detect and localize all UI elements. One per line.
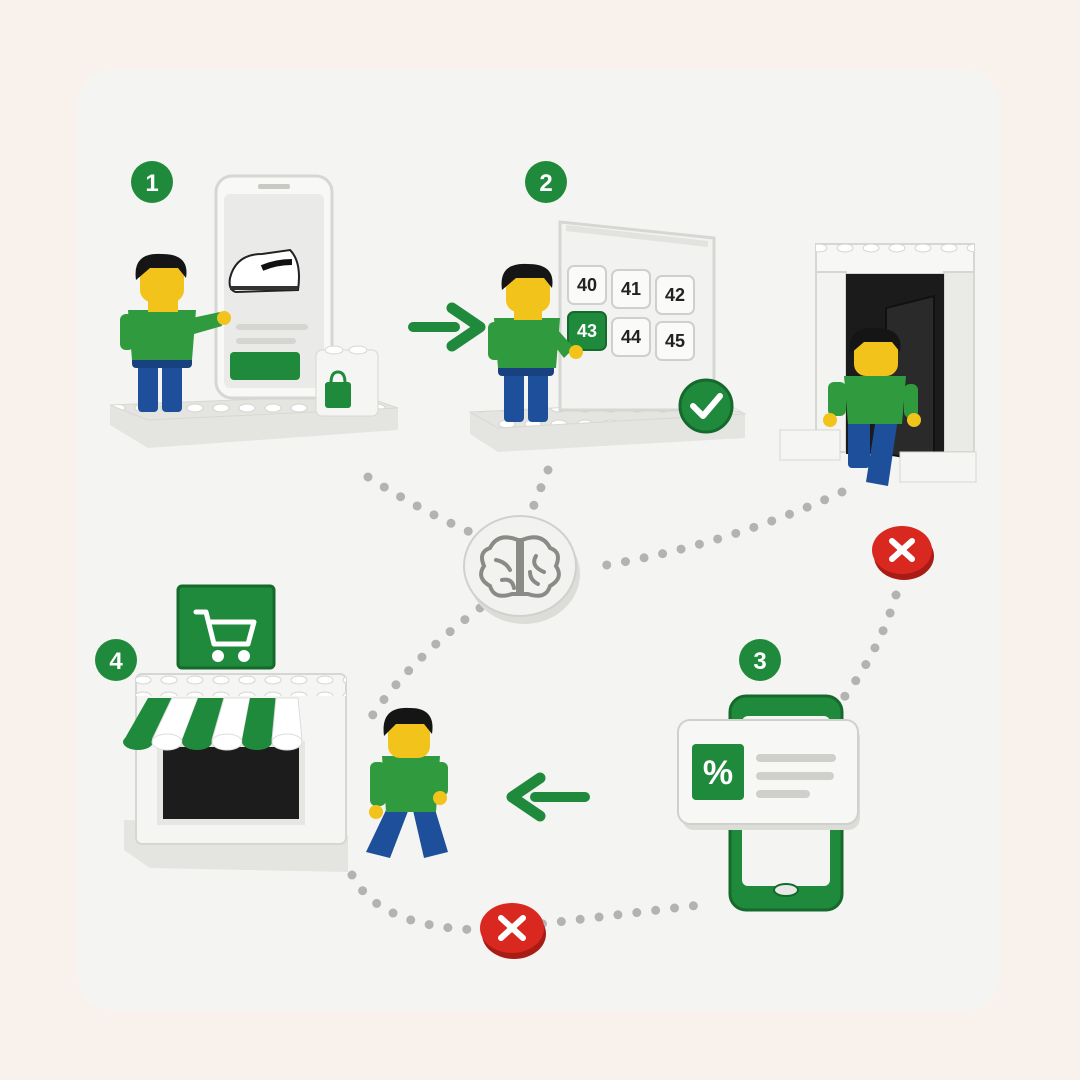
size-tile: [567, 265, 607, 305]
discount-notification-card: %: [677, 719, 860, 830]
size-label-selected: 43: [577, 321, 597, 341]
path-x-to-step3: [837, 590, 901, 705]
size-tile-selected: [567, 311, 607, 351]
discount-symbol: %: [703, 754, 733, 792]
journey-paths: [347, 465, 901, 935]
step-number-4: 4: [109, 648, 123, 675]
step-2-scene: 40 41 42 43 44 45: [468, 220, 747, 452]
path-step3exit-to-brain: [583, 487, 847, 573]
brain-token: [463, 515, 580, 624]
exit-door-scene: [779, 243, 977, 486]
step-4-scene: [123, 584, 348, 872]
step-badge-3: 3: [739, 639, 781, 681]
step-badge-2: 2: [525, 161, 567, 203]
size-tile: [655, 321, 695, 361]
minifigure-walking-to-store: [366, 707, 448, 858]
path-step1-to-brain: [363, 472, 475, 537]
step-badge-1: 1: [131, 161, 173, 203]
awning: [123, 697, 303, 751]
step-number-1: 1: [145, 170, 158, 197]
size-label: 42: [665, 285, 685, 305]
step-number-2: 2: [539, 170, 552, 197]
brain-icon: [479, 535, 561, 598]
size-tile: [655, 275, 695, 315]
size-tile: [611, 269, 651, 309]
size-label: 40: [577, 275, 597, 295]
minifigure-step-1: [120, 253, 231, 412]
size-grid: 40 41 42 43 44 45: [567, 265, 695, 361]
buy-button: [230, 352, 300, 380]
minifigure-step-2: [488, 263, 583, 422]
arrow-left-icon: [506, 772, 590, 822]
step-number-3: 3: [753, 648, 766, 675]
arrow-right-icon: [408, 302, 486, 352]
x-icon: [872, 526, 934, 580]
size-label: 41: [621, 279, 641, 299]
minifigure-leaving: [823, 327, 921, 486]
store-sign: [176, 584, 276, 670]
shopping-bag-icon: [325, 370, 351, 408]
percent-badge: [692, 744, 744, 800]
path-store-to-step3: [347, 870, 705, 935]
step-3-scene: %: [677, 694, 860, 912]
shopping-cart-icon: [193, 609, 257, 662]
size-label: 44: [621, 327, 641, 347]
step-badge-4: 4: [95, 639, 137, 681]
path-step2-to-brain: [523, 465, 553, 525]
checkmark-icon: [678, 378, 734, 434]
size-tile: [611, 317, 651, 357]
size-label: 45: [665, 331, 685, 351]
x-icon: [480, 903, 546, 959]
sneaker-image: [228, 248, 300, 294]
step-1-scene: [109, 174, 399, 448]
path-brain-to-store: [367, 603, 485, 721]
